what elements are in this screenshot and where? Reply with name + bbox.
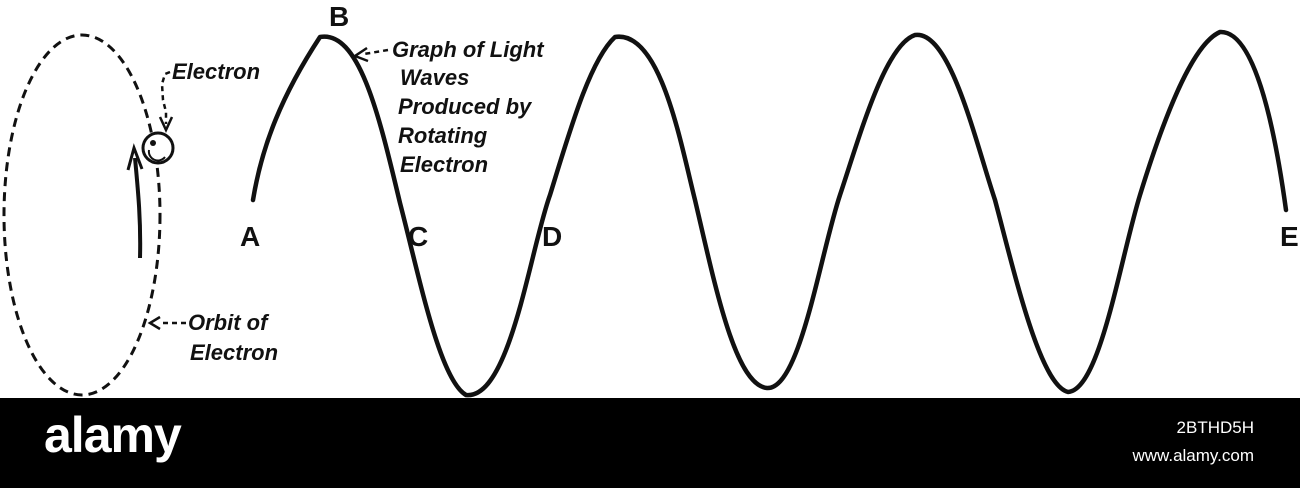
label-point-d: D <box>542 221 562 252</box>
graph-pointer <box>363 48 389 56</box>
light-wave-diagram: A B C D E Electron Orbit of Electron Gra… <box>2 1 1299 398</box>
stock-image-id: 2BTHD5H <box>1176 418 1254 437</box>
graph-label-line-5: Electron <box>400 152 488 177</box>
electron-pointer <box>160 70 171 124</box>
orbit-label-line-1: Orbit of <box>188 310 270 335</box>
watermark-footer: alamy 2BTHD5H www.alamy.com <box>0 398 1300 488</box>
label-point-c: C <box>408 221 428 252</box>
light-wave-curve <box>250 29 1289 398</box>
orbit-pointer-arrowhead <box>147 315 161 331</box>
electron-icon <box>141 131 175 165</box>
graph-label-line-4: Rotating <box>398 123 488 148</box>
label-point-b: B <box>329 1 349 32</box>
alamy-logo: alamy <box>44 407 182 463</box>
graph-label-line-3: Produced by <box>398 94 533 119</box>
electron-label: Electron <box>172 59 260 84</box>
orbit-ellipse <box>2 33 162 397</box>
graph-label-line-2: Waves <box>400 65 469 90</box>
label-point-e: E <box>1280 221 1299 252</box>
motion-arrow-head <box>126 143 144 171</box>
label-point-a: A <box>240 221 260 252</box>
graph-label-line-1: Graph of Light <box>392 37 545 62</box>
graph-pointer-arrowhead <box>352 46 369 63</box>
electron-pointer-arrowhead <box>158 116 174 133</box>
orbit-label-line-2: Electron <box>190 340 278 365</box>
motion-arrow-shaft <box>133 157 143 259</box>
stock-url: www.alamy.com <box>1132 446 1254 465</box>
